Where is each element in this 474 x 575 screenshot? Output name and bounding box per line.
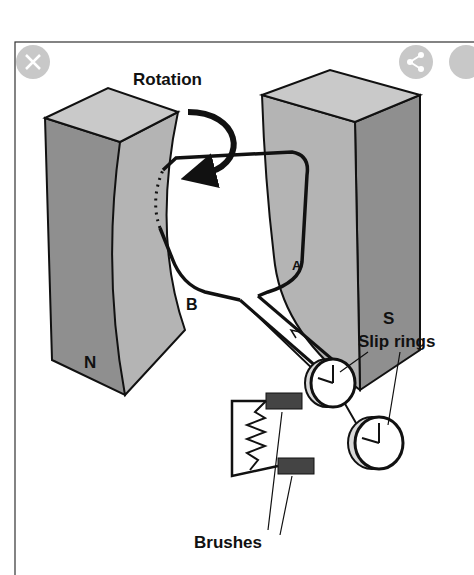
pole-letter: N <box>84 353 96 373</box>
share-dot <box>418 66 424 72</box>
close-cross <box>26 55 40 69</box>
slip-ring <box>355 417 403 469</box>
pole-letter: S <box>383 309 394 329</box>
part-label: Slip rings <box>358 332 435 352</box>
magnet-face <box>45 88 178 142</box>
ring-spoke <box>362 423 379 443</box>
share-icon <box>399 45 433 79</box>
ring-spoke <box>318 365 333 383</box>
part-label: A <box>292 258 301 273</box>
part-label: Brushes <box>194 533 262 553</box>
part-label: B <box>186 296 198 314</box>
close-icon <box>16 45 50 79</box>
circuit-wire <box>232 401 278 476</box>
rotation-arrow <box>188 112 234 175</box>
more-icon <box>449 45 474 79</box>
brush <box>278 458 314 474</box>
magnet-face <box>262 95 360 390</box>
magnet-face <box>112 112 185 395</box>
resistor-symbol <box>247 401 266 470</box>
leader-line <box>268 412 292 535</box>
current-arrow <box>291 330 300 338</box>
brush <box>266 393 302 409</box>
image-frame <box>15 42 474 575</box>
share-dot <box>407 59 413 65</box>
share-dot <box>418 52 424 58</box>
magnet-face <box>262 70 420 122</box>
part-label: Rotation <box>133 70 202 90</box>
